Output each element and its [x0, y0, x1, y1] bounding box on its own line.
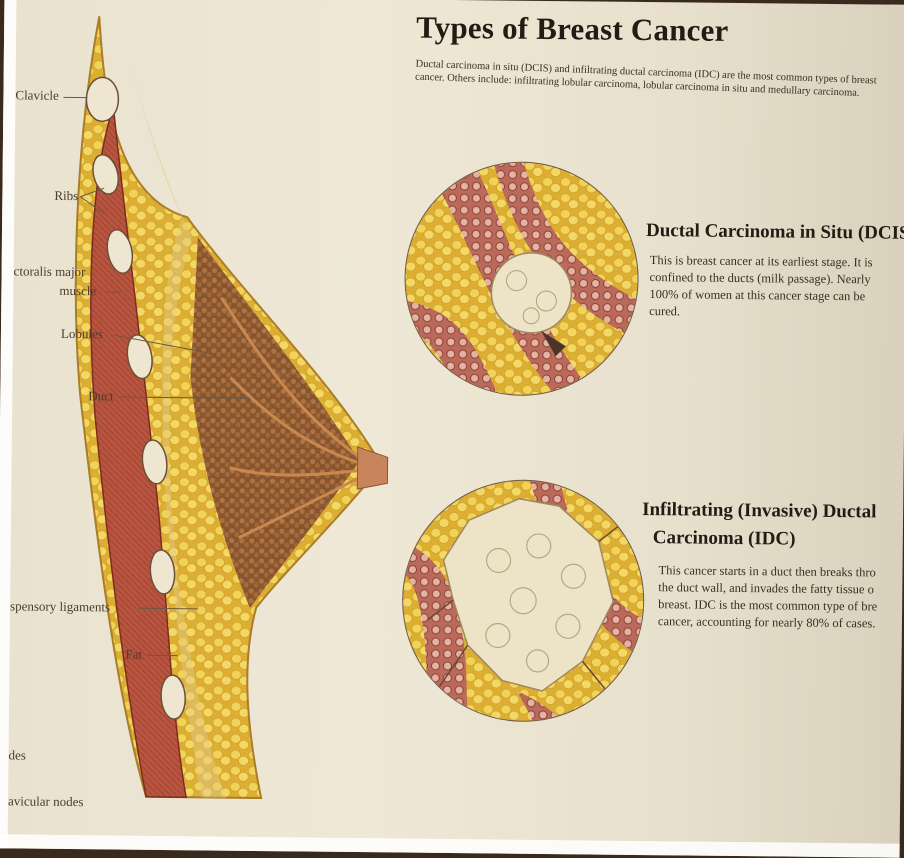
- label-ribs: Ribs: [54, 188, 78, 204]
- label-fat: Fat: [126, 647, 143, 663]
- label-suspensory-ligaments: spensory ligaments: [10, 598, 110, 615]
- dcis-heading: Ductal Carcinoma in Situ (DCIS: [646, 220, 904, 245]
- label-pectoralis-2: muscle: [59, 283, 96, 299]
- idc-line: cancer, accounting for nearly 80% of cas…: [658, 613, 877, 632]
- label-clavicle: Clavicle: [15, 87, 58, 103]
- idc-heading-line2: Carcinoma (IDC): [653, 527, 796, 550]
- label-pectoralis-1: ctoralis major: [14, 263, 86, 280]
- idc-heading-line1: Infiltrating (Invasive) Ductal: [642, 499, 877, 523]
- label-clavicular-nodes: avicular nodes: [8, 793, 84, 810]
- dcis-line: cured.: [649, 303, 872, 322]
- label-duct: Duct: [88, 388, 113, 404]
- page-title: Types of Breast Cancer: [416, 10, 729, 49]
- label-nodes: des: [8, 747, 26, 763]
- idc-description: This cancer starts in a duct then breaks…: [658, 562, 878, 632]
- dcis-line: 100% of women at this cancer stage can b…: [649, 286, 872, 305]
- dcis-description: This is breast cancer at its earliest st…: [649, 252, 873, 322]
- label-lobules: Lobules: [61, 326, 103, 342]
